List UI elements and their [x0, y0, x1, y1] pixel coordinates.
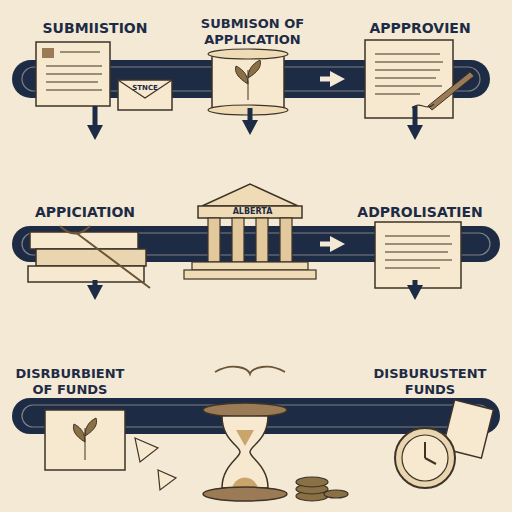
step-heading: DISBURUSTENT FUNDS [355, 366, 505, 397]
text-lines [375, 54, 443, 94]
book-icon [28, 266, 144, 282]
document-icon [365, 40, 453, 118]
document-icon [36, 42, 110, 106]
paper-scrap [158, 470, 176, 490]
paper-scrap [135, 438, 158, 462]
coin-stack [324, 490, 348, 498]
clock-face [402, 435, 448, 481]
hourglass-sand [232, 430, 258, 488]
table-base [203, 487, 287, 501]
process-step: SUBMIISTION [20, 14, 170, 106]
pen-icon [428, 72, 474, 110]
step-heading: SUBMISON OF APPLICATION [185, 16, 320, 47]
process-step: ADPROLISATIEN [345, 140, 495, 280]
plant-sprig [73, 418, 96, 460]
flow-arrow [93, 280, 98, 292]
signature-line [412, 104, 434, 108]
scroll-icon [212, 54, 284, 110]
rope-and-quill [60, 226, 150, 288]
flow-arrow [413, 280, 418, 292]
step-heading: APPICIATION [5, 204, 165, 221]
flow-arrow [320, 77, 337, 82]
building-pediment [202, 184, 298, 206]
building-entablature [198, 206, 302, 218]
column [256, 218, 268, 262]
document-icon [375, 222, 461, 288]
process-step: SUBMISON OF APPLICATION [185, 14, 320, 108]
process-step: DISRBURBIENT OF FUNDS [0, 300, 140, 500]
envelope-flap [118, 80, 172, 98]
step-heading: ALBERTA [185, 207, 320, 217]
clock-hands [425, 442, 436, 464]
coin-stack [296, 477, 328, 487]
process-step: ALBERTA [185, 135, 320, 280]
stamp-mark [42, 48, 54, 58]
scroll-icon [45, 410, 125, 470]
laurel-ornament [215, 367, 285, 374]
text-lines [385, 236, 452, 268]
envelope-icon [118, 80, 172, 110]
process-step: APPPROVIEN [345, 14, 495, 106]
column [232, 218, 244, 262]
column [280, 218, 292, 262]
flow-arrow [93, 106, 98, 132]
process-step: APPICIATION [5, 140, 165, 280]
building-step [184, 270, 316, 279]
text-lines [46, 52, 102, 90]
scroll-roll [208, 105, 288, 115]
building-step [192, 262, 308, 270]
flow-arrow [320, 242, 337, 247]
step-heading: SUBMIISTION [20, 20, 170, 37]
plant-sprig [236, 60, 261, 100]
envelope-text: STNCE [124, 84, 166, 92]
hourglass-icon [222, 416, 268, 488]
flow-arrow [248, 108, 253, 127]
book-icon [30, 232, 138, 249]
book-icon [36, 249, 146, 266]
step-heading: ADPROLISATIEN [345, 204, 495, 221]
flow-arrow [413, 106, 418, 132]
scroll-roll [208, 49, 288, 59]
process-step: DISBURUSTENT FUNDS [355, 300, 505, 500]
column [208, 218, 220, 262]
clock-icon [395, 428, 455, 488]
step-heading: APPPROVIEN [345, 20, 495, 37]
table-top [203, 403, 287, 417]
step-heading: DISRBURBIENT OF FUNDS [0, 366, 140, 397]
